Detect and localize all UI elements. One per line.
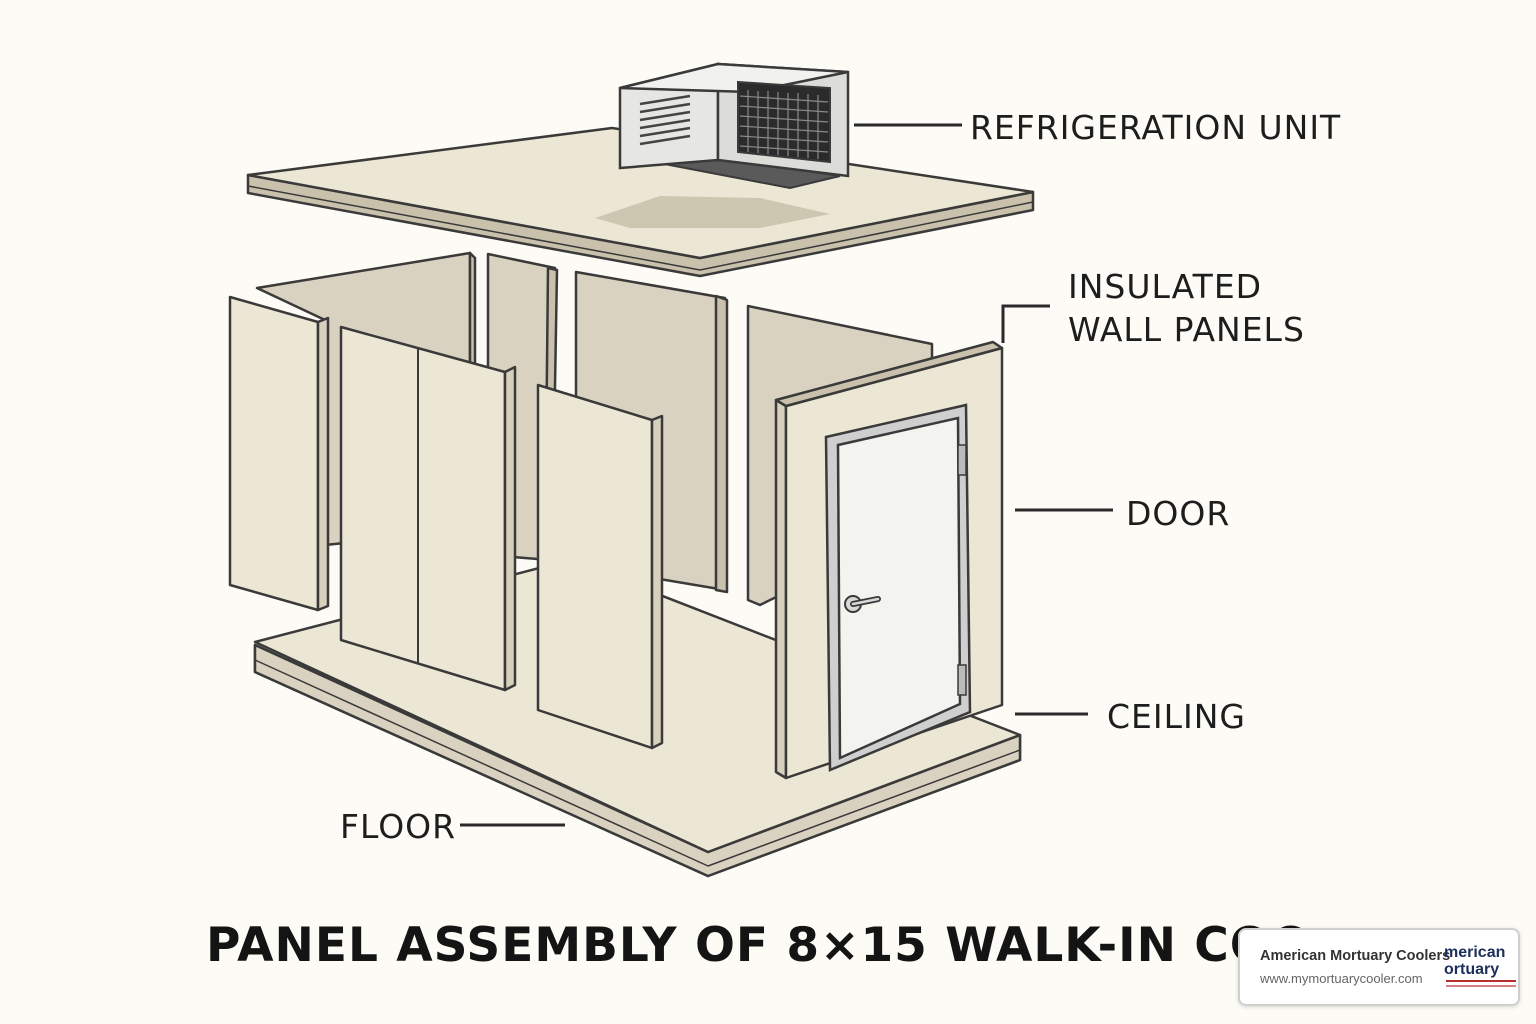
front-left-wall-panels bbox=[228, 295, 664, 750]
fan-grille-icon bbox=[737, 80, 831, 164]
logo-text-line2: ortuary bbox=[1444, 961, 1500, 978]
watermark-name: American Mortuary Coolers bbox=[1260, 948, 1451, 964]
label-refrigeration-unit: REFRIGERATION UNIT bbox=[970, 108, 1341, 147]
label-ceiling: CEILING bbox=[1107, 697, 1246, 736]
door bbox=[836, 416, 962, 760]
vent-louvers-icon bbox=[639, 94, 691, 146]
logo-text-line1: merican bbox=[1444, 944, 1506, 961]
label-floor: FLOOR bbox=[340, 807, 456, 846]
label-insulated-line2: WALL PANELS bbox=[1068, 310, 1305, 349]
refrigeration-unit bbox=[618, 62, 850, 190]
diagram-title: PANEL ASSEMBLY OF 8×15 WALK-IN COO bbox=[206, 918, 1312, 973]
label-insulated-line1: INSULATED bbox=[1068, 267, 1262, 306]
door-handle-icon bbox=[844, 595, 881, 613]
door-wall-panel bbox=[774, 340, 1004, 780]
leader-insulated-wall-panels bbox=[1001, 304, 1050, 343]
watermark-badge[interactable]: American Mortuary Coolers www.mymortuary… bbox=[1238, 928, 1520, 1006]
label-door: DOOR bbox=[1126, 494, 1230, 533]
ceiling-slab bbox=[246, 126, 1035, 278]
unit-opening bbox=[595, 196, 830, 228]
company-logo-icon: merican ortuary bbox=[1444, 942, 1516, 994]
watermark-url: www.mymortuarycooler.com bbox=[1260, 971, 1423, 986]
